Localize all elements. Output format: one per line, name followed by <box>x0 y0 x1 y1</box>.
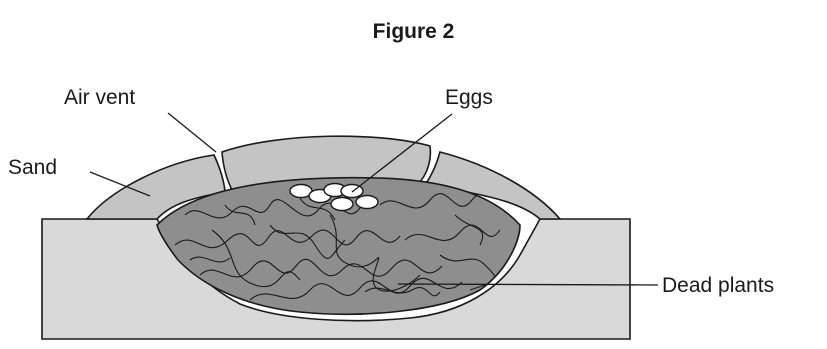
egg <box>356 196 378 209</box>
air-vent-label: Air vent <box>64 86 135 110</box>
egg <box>331 198 353 211</box>
air-vent-leader-line <box>168 113 216 152</box>
eggs-label: Eggs <box>445 86 493 110</box>
sand-label: Sand <box>8 156 57 180</box>
dead-plants-label: Dead plants <box>662 274 774 298</box>
